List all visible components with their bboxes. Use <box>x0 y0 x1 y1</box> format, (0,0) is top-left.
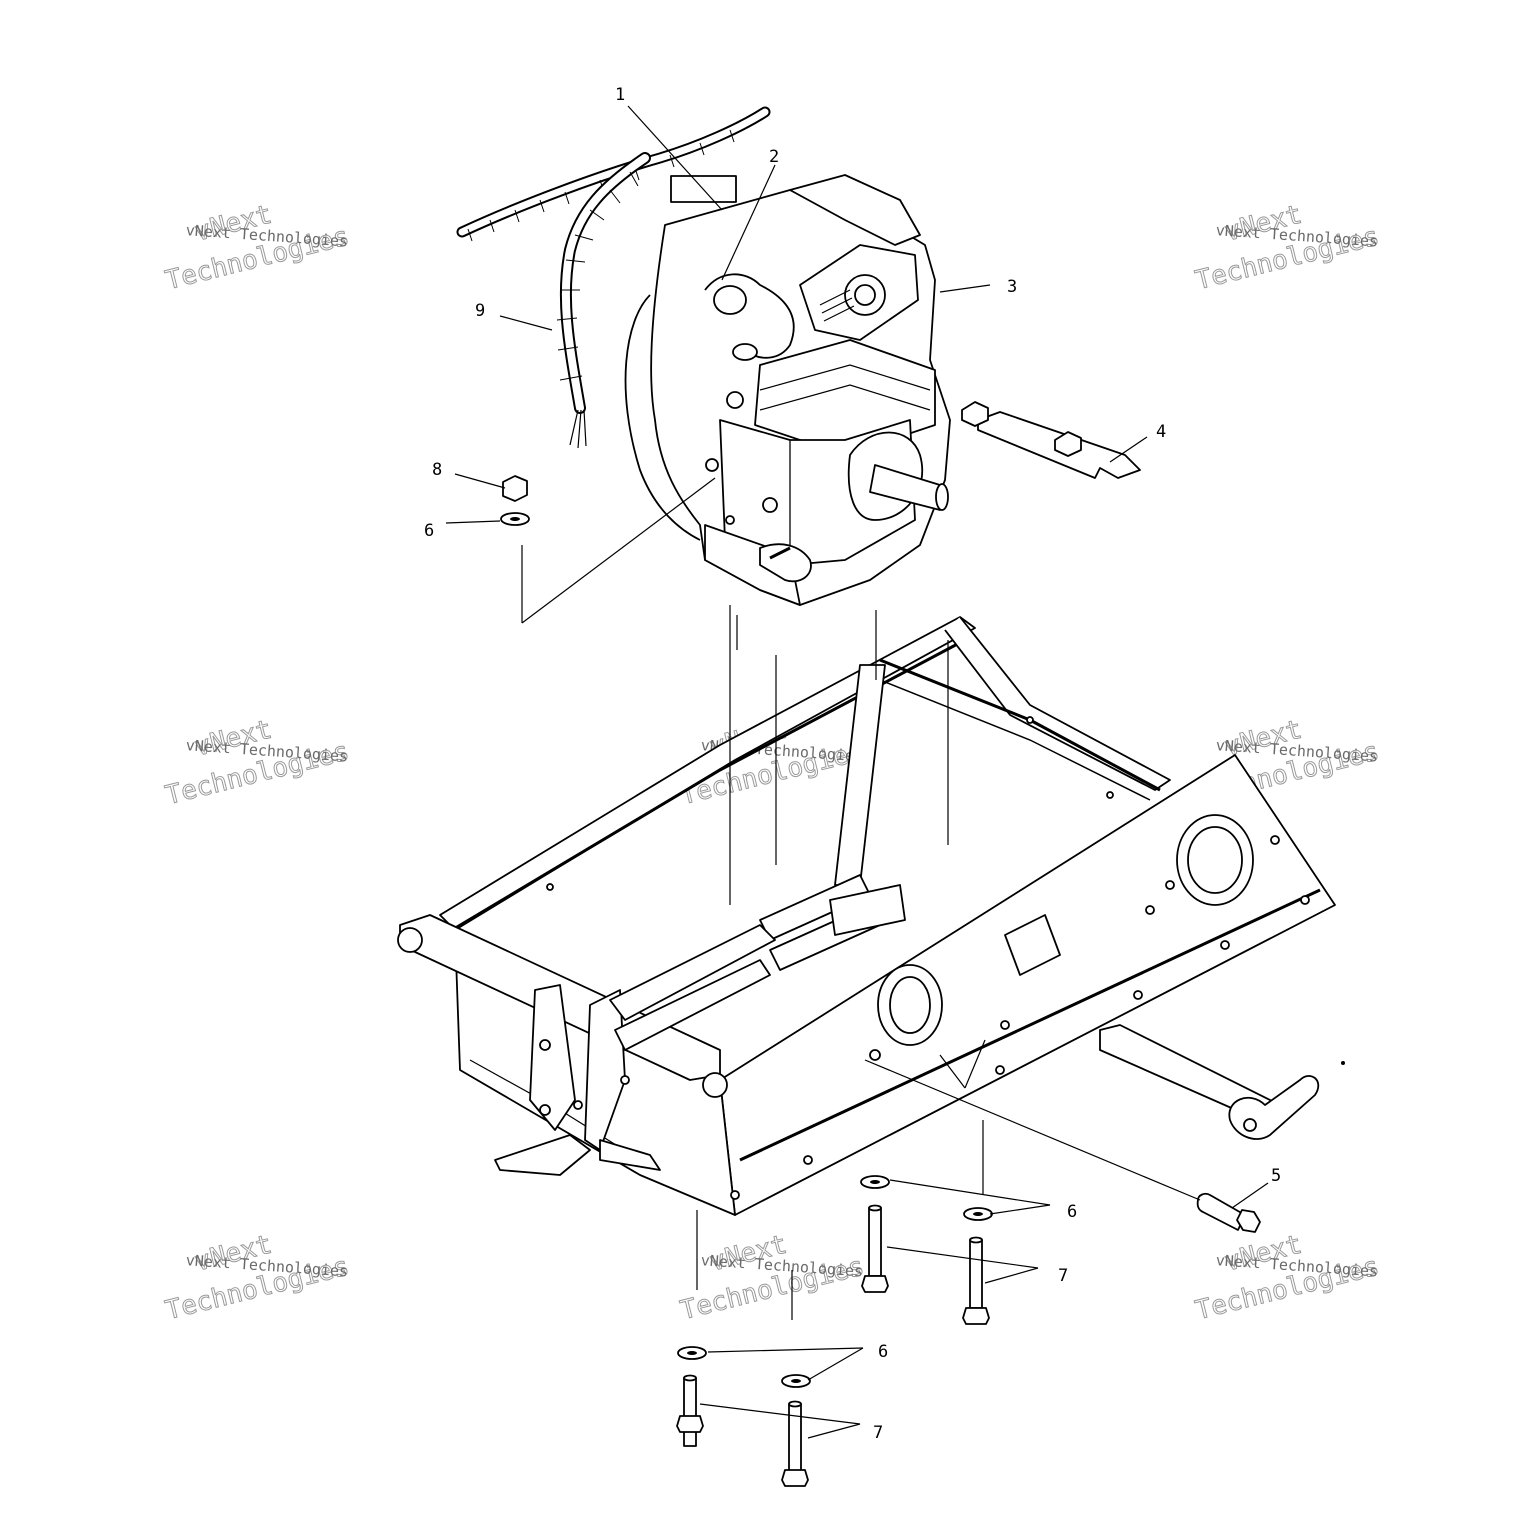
callout-6: 6 <box>1067 1202 1077 1222</box>
engine <box>624 174 951 606</box>
wire-harness <box>456 106 771 449</box>
hex-bolt <box>1196 1192 1261 1233</box>
callout-9: 9 <box>475 301 485 321</box>
bolt <box>676 1374 704 1447</box>
callout-3: 3 <box>1007 277 1017 297</box>
callout-8: 8 <box>432 460 442 480</box>
callout-7: 7 <box>1058 1266 1068 1286</box>
lock-nut <box>502 475 528 502</box>
bolt <box>861 1204 889 1293</box>
callout-6: 6 <box>878 1342 888 1362</box>
callout-5: 5 <box>1271 1166 1281 1186</box>
chassis-frame <box>397 616 1345 1216</box>
callout-7: 7 <box>873 1423 883 1443</box>
leader-lines <box>445 105 1269 1439</box>
bolt <box>962 1236 990 1325</box>
callout-6: 6 <box>424 521 434 541</box>
callout-2: 2 <box>769 147 779 167</box>
callout-1: 1 <box>615 85 625 105</box>
callout-4: 4 <box>1156 422 1166 442</box>
bolt <box>781 1400 809 1487</box>
alignment-lines <box>521 477 1201 1320</box>
mounting-bracket <box>961 401 1141 479</box>
